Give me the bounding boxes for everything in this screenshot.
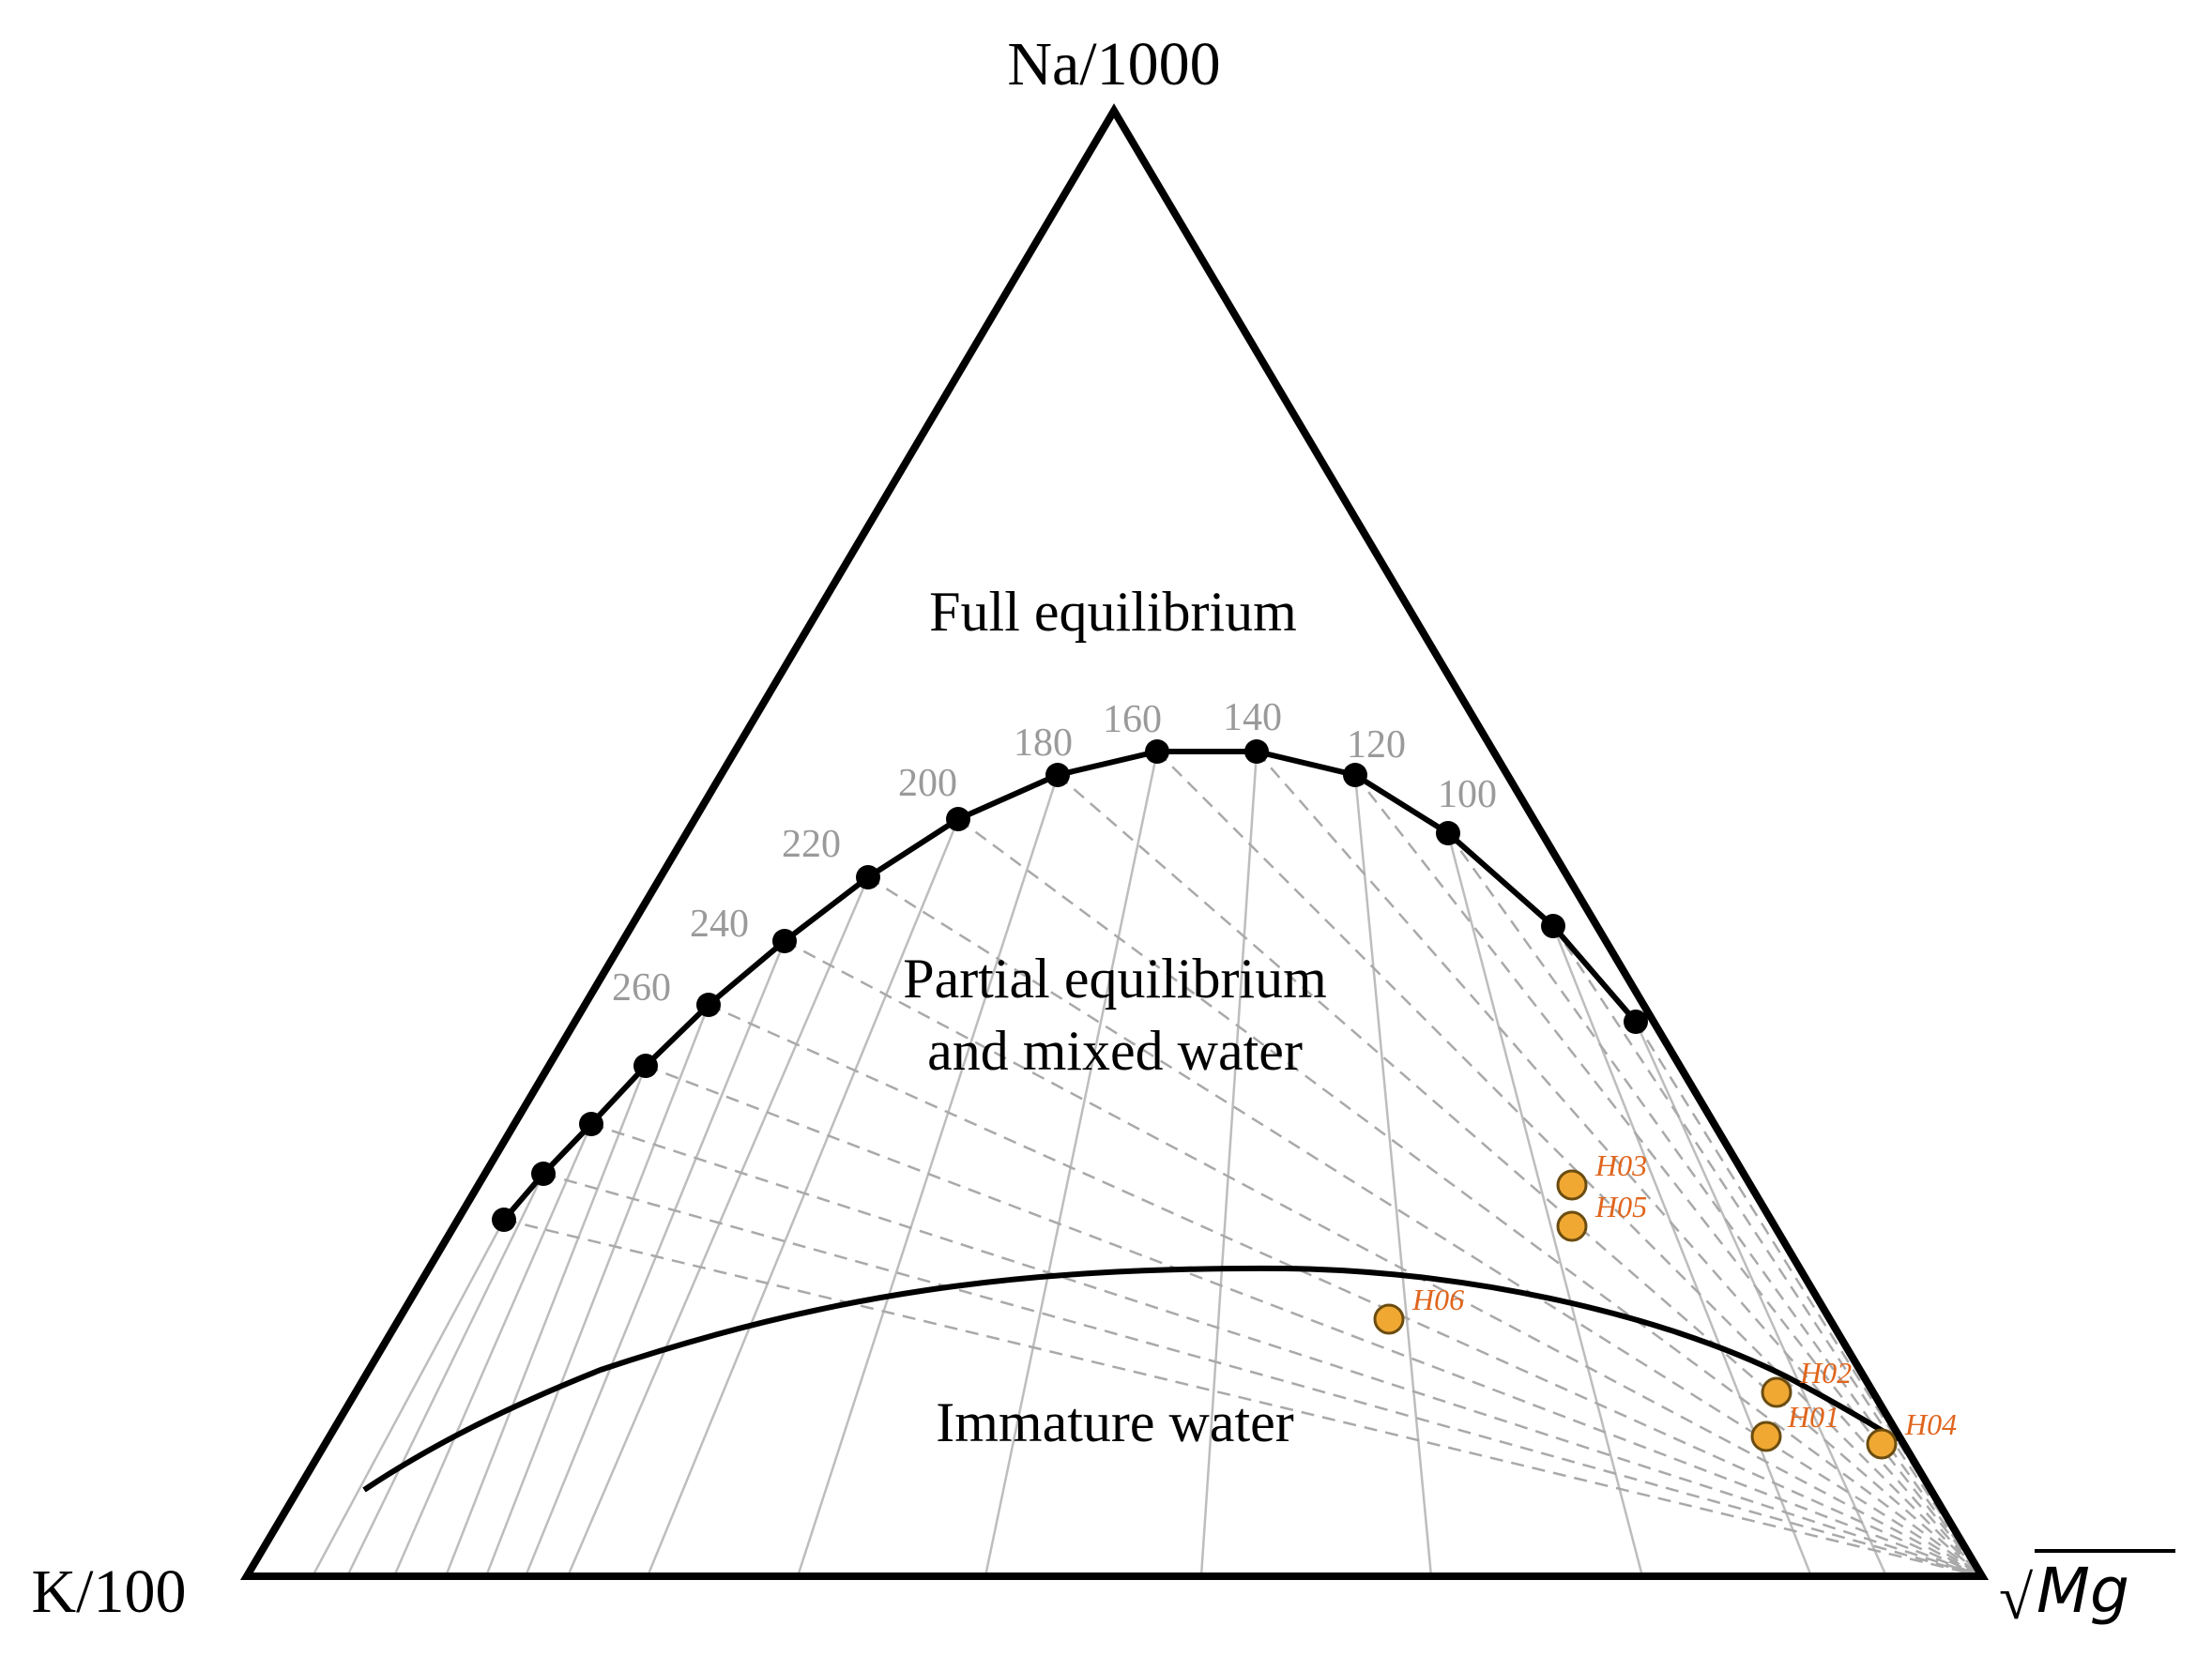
isotherm-dashed-line	[708, 1003, 1983, 1578]
isotherm-solid-line	[1199, 751, 1259, 1577]
isotherm-solid-line	[984, 751, 1159, 1577]
solid-grid-lines	[311, 751, 1888, 1577]
isotherm-solid-line	[646, 818, 960, 1577]
equilibrium-point	[1045, 763, 1070, 787]
apex-label-mg: Mg	[2037, 1555, 2129, 1627]
sample-label-h02: H02	[1799, 1356, 1852, 1390]
isotherm-dashed-line	[542, 1172, 1983, 1578]
equilibrium-point	[1145, 739, 1169, 764]
sample-h02: H02	[1761, 1356, 1852, 1408]
isotherm-solid-line	[796, 774, 1060, 1577]
apex-label-na: Na/1000	[1007, 30, 1220, 99]
sample-label-h01: H01	[1787, 1400, 1839, 1434]
tick-label-240: 240	[690, 903, 749, 946]
region-partial-equilibrium-line2: and mixed water	[927, 1020, 1303, 1082]
isotherm-solid-line	[345, 1173, 545, 1577]
sample-h04: H04	[1866, 1407, 1957, 1460]
sample-points: H01 H02 H03 H04 H05 H06	[1373, 1148, 1957, 1460]
isotherm-solid-line	[1446, 832, 1644, 1577]
isotherm-solid-line	[392, 1123, 593, 1577]
equilibrium-point	[1343, 763, 1367, 787]
tick-label-180: 180	[1014, 722, 1073, 765]
equilibrium-point	[1436, 821, 1460, 845]
sample-marker-h05	[1556, 1210, 1588, 1242]
isotherm-dashed-line	[1551, 925, 1984, 1577]
tick-label-200: 200	[898, 762, 957, 805]
sample-label-h06: H06	[1411, 1283, 1464, 1316]
sample-h03: H03	[1556, 1148, 1647, 1201]
apex-label-mg-radical: √	[1999, 1564, 2034, 1633]
equilibrium-point	[633, 1054, 658, 1078]
isotherm-solid-line	[311, 1219, 506, 1577]
equilibrium-point	[856, 865, 880, 889]
isotherm-dashed-line	[784, 939, 1983, 1578]
dashed-grid-lines	[503, 751, 1984, 1578]
tick-label-260: 260	[612, 966, 671, 1010]
isotherm-dashed-line	[645, 1064, 1983, 1578]
sample-marker-h06	[1373, 1303, 1405, 1335]
ternary-triangle-frame	[239, 103, 1990, 1580]
immature-water-boundary	[362, 1265, 1899, 1493]
sample-h05: H05	[1556, 1190, 1647, 1242]
apex-label-k: K/100	[32, 1557, 187, 1626]
isotherm-dashed-line	[1256, 751, 1983, 1577]
region-full-equilibrium: Full equilibrium	[929, 581, 1297, 643]
full-equilibrium-points	[492, 739, 1648, 1232]
tick-label-120: 120	[1347, 723, 1406, 767]
sample-label-h03: H03	[1594, 1148, 1647, 1182]
isotherm-solid-line	[1353, 774, 1433, 1577]
sample-label-h05: H05	[1594, 1190, 1647, 1223]
region-immature-water: Immature water	[936, 1391, 1293, 1453]
tick-label-140: 140	[1223, 696, 1282, 739]
isotherm-dashed-line	[1057, 774, 1983, 1577]
isotherm-solid-line	[566, 876, 870, 1577]
isotherm-solid-line	[1551, 925, 1813, 1577]
equilibrium-point	[696, 993, 721, 1017]
isotherm-dashed-line	[1446, 832, 1984, 1577]
sample-h01: H01	[1750, 1400, 1839, 1452]
sample-marker-h01	[1750, 1421, 1782, 1452]
sample-label-h04: H04	[1904, 1407, 1957, 1441]
equilibrium-point	[531, 1162, 556, 1186]
isotherm-solid-line	[444, 1065, 648, 1577]
sample-marker-h02	[1761, 1376, 1792, 1408]
equilibrium-point	[1541, 914, 1565, 938]
sample-marker-h04	[1866, 1428, 1898, 1460]
equilibrium-point	[1244, 739, 1269, 764]
tick-label-100: 100	[1438, 773, 1497, 816]
equilibrium-point	[579, 1112, 603, 1136]
isotherm-dashed-line	[957, 817, 1983, 1578]
sample-h06: H06	[1373, 1283, 1464, 1335]
isotherm-dashed-line	[1156, 751, 1983, 1577]
isotherm-dashed-line	[503, 1218, 1983, 1578]
isotherm-dashed-line	[867, 875, 1983, 1578]
equilibrium-point	[492, 1208, 516, 1232]
isotherm-solid-line	[484, 1004, 710, 1577]
isotherm-solid-line	[524, 940, 786, 1577]
sample-marker-h03	[1556, 1169, 1588, 1201]
equilibrium-point	[1624, 1010, 1648, 1034]
tick-label-220: 220	[782, 823, 841, 866]
temperature-tick-labels: 100 120 140 160 180 200 220 240 260	[612, 696, 1497, 1010]
equilibrium-point	[946, 807, 970, 831]
tick-label-160: 160	[1103, 698, 1162, 741]
equilibrium-point	[772, 929, 797, 953]
isotherm-dashed-line	[590, 1122, 1983, 1578]
region-partial-equilibrium-line1: Partial equilibrium	[903, 948, 1327, 1010]
